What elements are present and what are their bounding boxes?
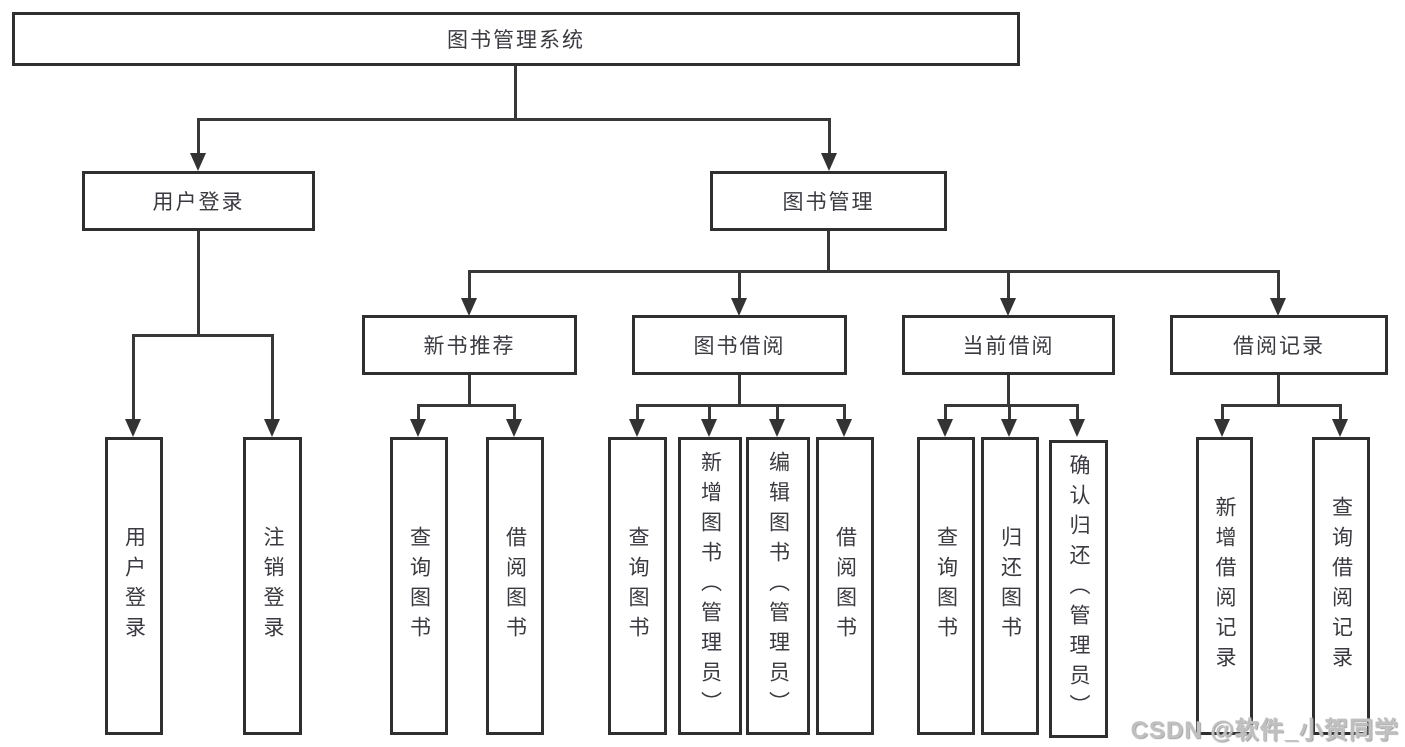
node-book-management: 图书管理 [710,171,947,231]
leaf-return-book: 归还图书 [981,437,1039,735]
connector-stem [636,404,639,421]
connector-stem [132,334,135,420]
leaf-label: 编辑图书（管理员） [766,451,790,721]
connector-stub [738,375,741,406]
leaf-query-book: 查询图书 [917,437,975,735]
leaf-label: 确认归还（管理员） [1067,454,1090,724]
arrow-down-icon [629,419,645,437]
csdn-watermark: CSDN @软件_小贺同学 [1130,717,1399,744]
leaf-user-login: 用户登录 [105,437,163,735]
connector-userlogin-stub [197,231,200,336]
leaf-label: 注销登录 [261,526,284,646]
connector-level3-rail [468,270,1280,273]
connector-stem [738,270,741,300]
node-root-label: 图书管理系统 [447,29,585,52]
leaf-query-book: 查询图书 [390,437,448,735]
connector-stem [1339,404,1342,421]
connector-stub [468,375,471,406]
connector-stem [1221,404,1224,421]
connector-stem [944,404,947,421]
arrow-down-icon [937,419,953,437]
leaf-label: 查询图书 [407,526,431,646]
arrow-down-icon [769,419,785,437]
arrow-down-icon [190,153,206,171]
connector-stem-book-mgmt [828,118,831,155]
leaf-edit-book-admin: 编辑图书（管理员） [746,437,810,735]
leaf-logout: 注销登录 [243,437,302,735]
node-label: 图书管理 [782,191,875,214]
arrow-down-icon [506,419,522,437]
connector-stem [1007,270,1010,300]
arrow-down-icon [1270,298,1286,316]
connector-stem [417,404,420,421]
leaf-label: 查询图书 [626,526,649,646]
connector-bookmgmt-stub [827,231,830,272]
connector-stub [1007,375,1010,406]
connector-rail [944,404,1079,407]
arrow-down-icon [125,419,141,437]
leaf-add-book-admin: 新增图书（管理员） [678,437,742,735]
leaf-label: 查询借阅记录 [1329,496,1353,676]
arrow-down-icon [1214,419,1230,437]
leaf-query-book: 查询图书 [608,437,667,735]
leaf-query-borrow-record: 查询借阅记录 [1312,437,1370,735]
connector-stem [843,404,846,421]
leaf-label: 新增借阅记录 [1213,496,1236,676]
node-user-login: 用户登录 [82,171,315,231]
connector-root-stub [514,66,517,120]
connector-stem-user-login [197,118,200,155]
leaf-label: 借阅图书 [833,526,857,646]
connector-stem [513,404,516,421]
connector-stem [1277,270,1280,300]
leaf-borrow-book: 借阅图书 [816,437,874,735]
node-label: 用户登录 [152,191,245,214]
arrow-down-icon [264,419,280,437]
connector-stub [1277,375,1280,406]
node-label: 当前借阅 [962,335,1055,358]
leaf-confirm-return-admin: 确认归还（管理员） [1049,440,1108,738]
arrow-down-icon [1001,419,1017,437]
connector-stem [708,404,711,421]
node-current-borrow: 当前借阅 [902,315,1115,375]
arrow-down-icon [821,153,837,171]
arrow-down-icon [410,419,426,437]
connector-stem [1076,404,1079,421]
arrow-down-icon [1332,419,1348,437]
connector-stem [468,270,471,300]
node-root: 图书管理系统 [12,12,1020,66]
leaf-label: 新增图书（管理员） [698,451,722,721]
arrow-down-icon [701,419,717,437]
leaf-label: 用户登录 [122,526,146,646]
node-label: 新书推荐 [423,335,516,358]
leaf-label: 查询图书 [934,526,958,646]
leaf-label: 归还图书 [998,526,1022,646]
node-new-book-recommend: 新书推荐 [362,315,577,375]
node-borrow-record: 借阅记录 [1170,315,1388,375]
leaf-borrow-book: 借阅图书 [486,437,544,735]
arrow-down-icon [731,298,747,316]
arrow-down-icon [1069,419,1085,437]
connector-stem [271,334,274,420]
node-label: 借阅记录 [1233,335,1325,358]
connector-stem [776,404,779,421]
node-book-borrow: 图书借阅 [632,315,847,375]
connector-userlogin-rail [132,334,273,337]
node-label: 图书借阅 [693,335,786,358]
leaf-add-borrow-record: 新增借阅记录 [1196,437,1253,735]
arrow-down-icon [836,419,852,437]
leaf-label: 借阅图书 [503,526,527,646]
arrow-down-icon [461,298,477,316]
connector-rail [417,404,516,407]
connector-rail [636,404,845,407]
connector-rail [1221,404,1342,407]
arrow-down-icon [1000,298,1016,316]
connector-level2-rail [197,118,831,121]
connector-stem [1008,404,1011,421]
